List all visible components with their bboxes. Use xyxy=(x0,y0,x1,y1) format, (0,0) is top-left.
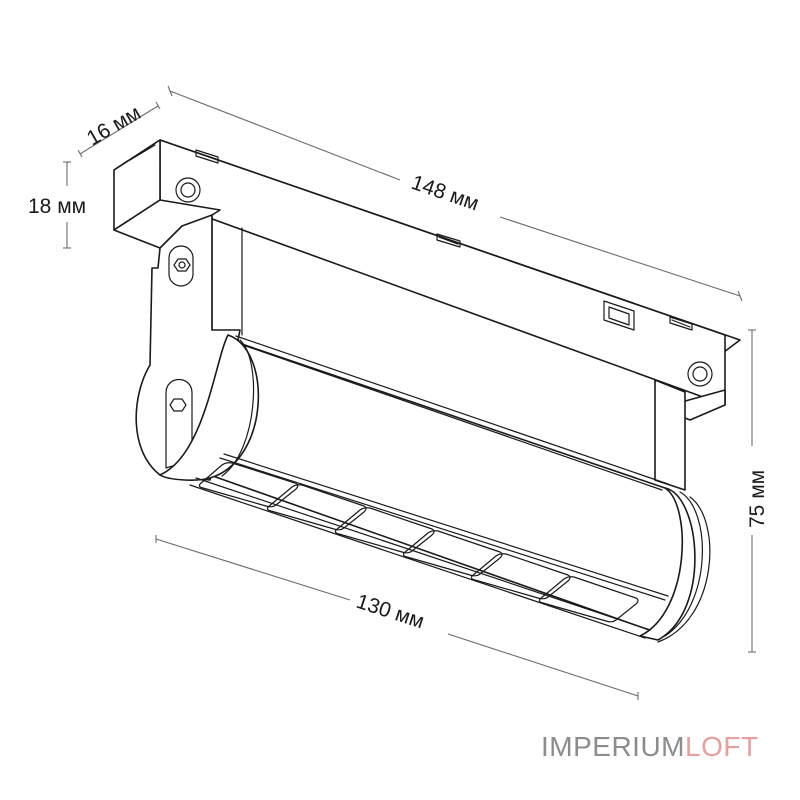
right-bracket xyxy=(654,379,686,491)
track-adapter xyxy=(113,139,741,421)
dim-label-16mm: 16 мм xyxy=(83,101,145,150)
magnet-window xyxy=(603,300,635,331)
dim-label-130mm: 130 мм xyxy=(353,590,426,633)
contact-slot xyxy=(669,316,693,331)
dimension-18mm xyxy=(63,161,71,249)
screw-hole-left xyxy=(175,177,201,203)
dim-label-75mm: 75 мм xyxy=(746,470,769,528)
bracket-screw-upper xyxy=(168,245,194,287)
dimension-148mm xyxy=(167,85,743,302)
lens-cell xyxy=(402,530,503,577)
lens-cell xyxy=(334,507,435,554)
dimension-16mm xyxy=(77,101,161,158)
lens-cell xyxy=(266,484,367,531)
contact-slot xyxy=(436,233,461,248)
screw-hole-right xyxy=(687,361,713,387)
dim-label-18mm: 18 мм xyxy=(28,195,86,218)
brand-logo-part2: LOFT xyxy=(685,731,759,762)
dimension-75mm xyxy=(748,329,756,653)
lens-cell xyxy=(198,462,299,508)
brand-logo-part1: IMPERIUM xyxy=(541,731,685,762)
lens-cell xyxy=(470,553,571,600)
lamp-head xyxy=(159,334,711,643)
dimension-130mm xyxy=(155,535,639,700)
dim-label-148mm: 148 мм xyxy=(408,171,481,215)
brand-logo: IMPERIUMLOFT xyxy=(541,733,759,761)
contact-slot xyxy=(195,149,219,164)
lens-cell xyxy=(538,576,639,623)
